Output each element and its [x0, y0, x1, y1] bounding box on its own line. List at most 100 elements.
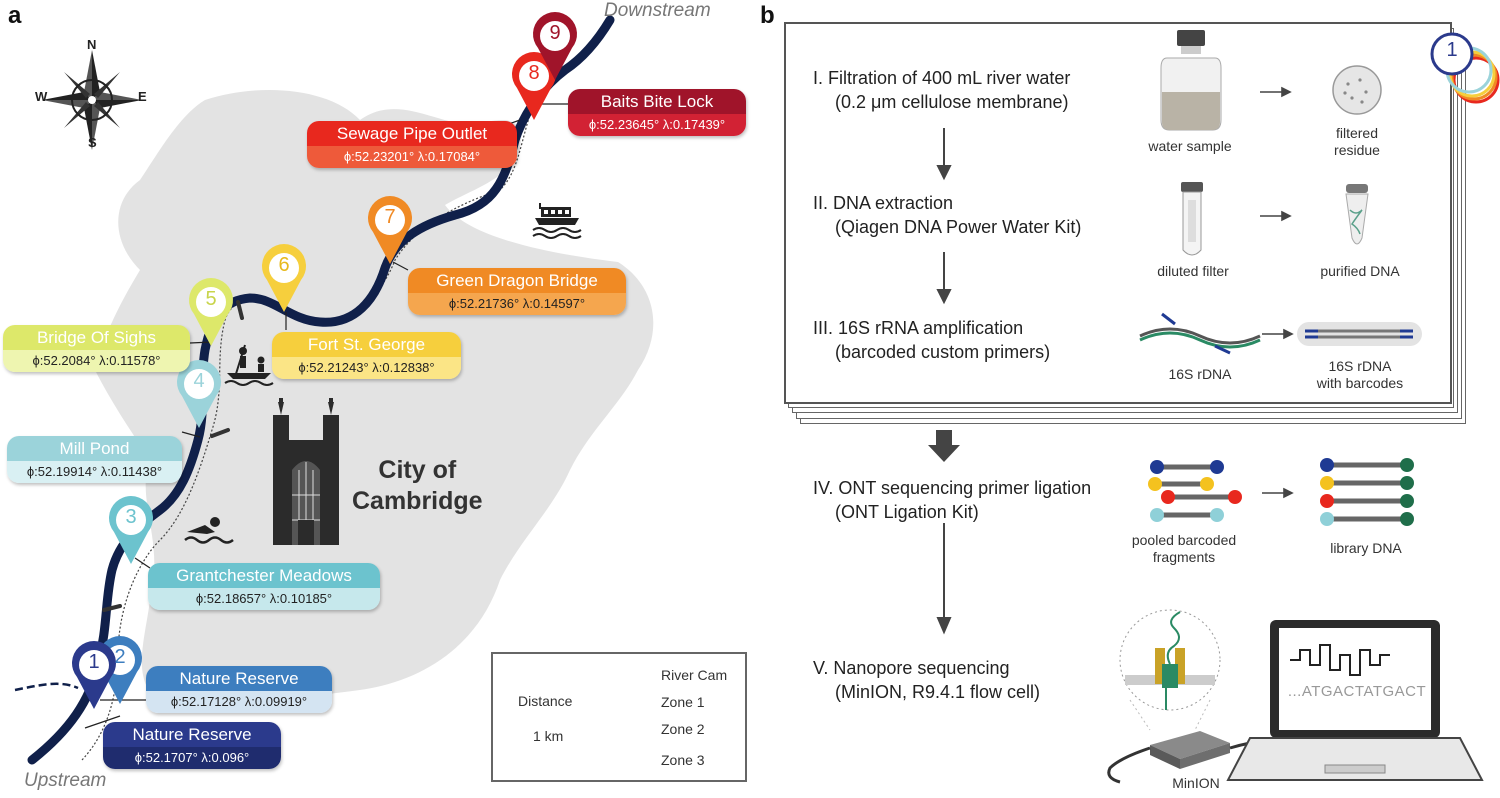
site-pin-5: [189, 278, 233, 346]
bridges: [102, 300, 244, 612]
compass-rose-icon: [42, 50, 142, 150]
site-label-1: Nature Reserve ϕ:52.1707° λ:0.096°: [103, 722, 281, 769]
upstream-label: Upstream: [24, 770, 107, 791]
site-coords: ϕ:52.18657° λ:0.10185°: [148, 588, 380, 610]
map-legend: Distance 1 km River Cam Zone 1 Zone 2 Zo…: [491, 652, 747, 782]
nanopore-icon: [1119, 609, 1221, 731]
site-pin-3: [109, 496, 154, 564]
compass-south: S: [88, 135, 97, 150]
fragment-end: [1148, 477, 1162, 491]
river-tributary: [14, 682, 79, 692]
library-fragment-end: [1400, 512, 1414, 526]
site-coords: ϕ:52.23201° λ:0.17084°: [307, 146, 517, 168]
legend-zone3: Zone 3: [661, 752, 705, 768]
library-fragment-end: [1400, 458, 1414, 472]
legend-distance: Distance: [518, 693, 573, 709]
big-arrow-icon: [928, 430, 960, 462]
site-coords: ϕ:52.19914° λ:0.11438°: [7, 461, 182, 483]
site-label-7: Green Dragon Bridge ϕ:52.21736° λ:0.1459…: [408, 268, 626, 315]
site-coords: ϕ:52.23645° λ:0.17439°: [568, 114, 746, 136]
site-pin-8: [512, 52, 556, 120]
pin-number-5: 5: [205, 288, 217, 310]
caption-pooled: pooled barcoded fragments: [1131, 532, 1237, 565]
library-fragment-end: [1320, 476, 1334, 490]
laptop-icon: [1226, 620, 1484, 781]
pin-number-2: 2: [114, 646, 126, 668]
step-3: III. 16S rRNA amplification(barcoded cus…: [813, 318, 1051, 362]
caption-purified-dna: purified DNA: [1320, 263, 1400, 279]
site-coords: ϕ:52.21736° λ:0.14597°: [408, 293, 626, 315]
caption-rdna-barcodes: 16S rDNA with barcodes: [1316, 358, 1404, 391]
pin-number-8: 8: [528, 62, 540, 84]
site-pin-9: [532, 12, 577, 80]
fragment-end: [1200, 477, 1214, 491]
library-fragment-end: [1320, 494, 1334, 508]
pooled-fragments-icon: [1148, 460, 1242, 522]
legend-zone1: Zone 1: [661, 694, 705, 710]
swimmer-icon: [184, 517, 234, 544]
caption-minion: MinION: [1172, 775, 1220, 791]
site-pin-6: [262, 244, 307, 312]
site-label-9: Baits Bite Lock ϕ:52.23645° λ:0.17439°: [568, 89, 746, 136]
stack-badge: 1: [1446, 39, 1458, 61]
library-dna-icon: [1320, 458, 1414, 526]
fragment-end: [1210, 460, 1224, 474]
site-label-8: Sewage Pipe Outlet ϕ:52.23201° λ:0.17084…: [307, 121, 517, 168]
site-name: Baits Bite Lock: [568, 89, 746, 114]
site-name: Fort St. George: [272, 332, 461, 357]
site-coords: ϕ:52.17128° λ:0.09919°: [146, 691, 332, 713]
panel-a-letter: a: [8, 2, 22, 29]
site-label-6: Fort St. George ϕ:52.21243° λ:0.12838°: [272, 332, 461, 379]
library-fragment-end: [1320, 512, 1334, 526]
caption-diluted-filter: diluted filter: [1157, 263, 1229, 279]
chapel-icon: [273, 398, 339, 545]
caption-library: library DNA: [1330, 540, 1402, 556]
site-name: Nature Reserve: [146, 666, 332, 691]
site-name: Sewage Pipe Outlet: [307, 121, 517, 146]
site-coords: ϕ:52.21243° λ:0.12838°: [272, 357, 461, 379]
step-4: IV. ONT sequencing primer ligation(ONT L…: [813, 478, 1092, 522]
site-name: Grantchester Meadows: [148, 563, 380, 588]
compass-north: N: [87, 37, 97, 52]
step-2: II. DNA extraction(Qiagen DNA Power Wate…: [813, 193, 1082, 237]
site-pin-7: [367, 196, 412, 264]
caption-water-sample: water sample: [1148, 138, 1232, 154]
pin-number-3: 3: [125, 506, 137, 528]
boat-icon: [532, 203, 582, 239]
site-coords: ϕ:52.2084° λ:0.11578°: [3, 350, 190, 372]
library-fragment-end: [1400, 494, 1414, 508]
city-label: City of Cambridge: [352, 456, 483, 515]
caption-rdna: 16S rDNA: [1168, 366, 1232, 382]
legend-scale: 1 km: [533, 728, 564, 744]
site-pin-4: [177, 360, 221, 428]
panel-b-letter: b: [760, 2, 775, 29]
pin-number-9: 9: [549, 22, 561, 44]
fragment-end: [1161, 490, 1175, 504]
sequence-readout: ...ATGACTATGACT: [1287, 683, 1427, 700]
site-coords: ϕ:52.1707° λ:0.096°: [103, 747, 281, 769]
site-label-5: Bridge Of Sighs ϕ:52.2084° λ:0.11578°: [3, 325, 190, 372]
site-pins: [71, 12, 577, 709]
compass-east: E: [138, 89, 147, 104]
site-label-2: Nature Reserve ϕ:52.17128° λ:0.09919°: [146, 666, 332, 713]
library-fragment-end: [1400, 476, 1414, 490]
step-5: V. Nanopore sequencing(MinION, R9.4.1 fl…: [813, 658, 1041, 702]
fragment-end: [1228, 490, 1242, 504]
site-name: Nature Reserve: [103, 722, 281, 747]
fragment-end: [1150, 460, 1164, 474]
pin-number-6: 6: [278, 254, 290, 276]
site-name: Green Dragon Bridge: [408, 268, 626, 293]
compass-west: W: [35, 89, 48, 104]
step-1: I. Filtration of 400 mL river water(0.2 …: [813, 68, 1071, 112]
library-fragment-end: [1320, 458, 1334, 472]
punting-icon: [224, 344, 274, 386]
fragment-end: [1210, 508, 1224, 522]
site-name: Bridge Of Sighs: [3, 325, 190, 350]
legend-zone2: Zone 2: [661, 721, 705, 737]
site-name: Mill Pond: [7, 436, 182, 461]
site-label-3: Grantchester Meadows ϕ:52.18657° λ:0.101…: [148, 563, 380, 610]
site-label-4: Mill Pond ϕ:52.19914° λ:0.11438°: [7, 436, 182, 483]
pin-number-7: 7: [384, 206, 396, 228]
city-area: [95, 89, 654, 702]
pin-number-4: 4: [193, 370, 205, 392]
